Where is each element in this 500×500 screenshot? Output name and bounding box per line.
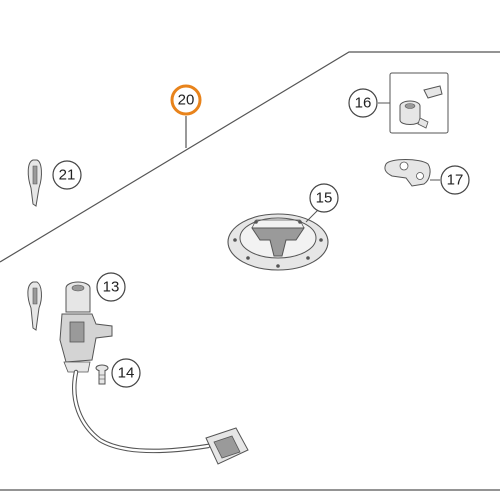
callout-20: 20 [170,84,202,116]
callout-21: 21 [52,160,82,190]
part-15-tank-cap [227,213,329,271]
leader-line-15 [305,209,319,223]
svg-text:20: 20 [178,92,195,109]
callout-14: 14 [111,358,141,388]
cable-connector [205,427,249,465]
svg-text:16: 16 [355,95,372,112]
callout-15: 15 [309,183,339,213]
callout-17: 17 [440,165,470,195]
assembly-panel-outline [0,51,500,263]
svg-text:13: 13 [103,279,120,296]
svg-text:21: 21 [59,167,76,184]
callout-13: 13 [96,272,126,302]
svg-text:17: 17 [447,172,464,189]
part-13-ignition-lock [59,281,113,373]
svg-text:14: 14 [118,365,135,382]
ignition-lock-key [27,281,42,331]
callout-16: 16 [348,88,378,118]
part-21-key [27,159,42,207]
ignition-cable [72,369,211,454]
part-17-gasket-plate [384,159,431,187]
svg-text:15: 15 [316,190,333,207]
ignition-cable-inner [73,370,210,453]
part-16-bracket-assembly [389,72,449,134]
part-14-screw [95,364,109,385]
